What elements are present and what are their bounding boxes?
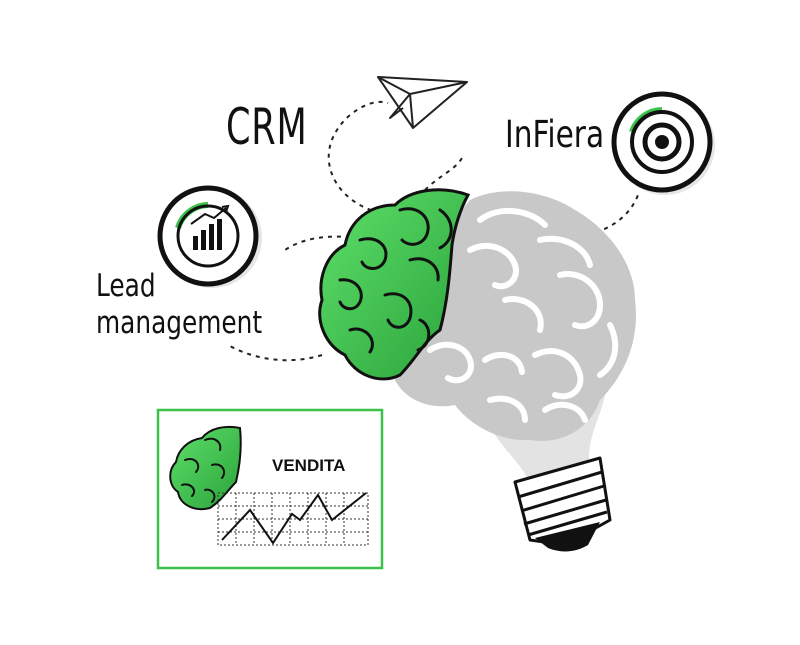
lead-label-line2: management bbox=[96, 305, 263, 341]
mini-brain-icon bbox=[169, 425, 242, 511]
line-chart-icon bbox=[217, 492, 369, 546]
vendita-card bbox=[156, 408, 384, 570]
paper-plane-icon bbox=[377, 76, 468, 129]
lead-label-line1: Lead bbox=[96, 268, 156, 304]
crm-label: CRM bbox=[226, 98, 308, 156]
infiera-label: InFiera bbox=[505, 113, 605, 156]
target-icon bbox=[611, 91, 715, 195]
bar-chart-icon bbox=[157, 185, 262, 288]
brain-bulb-icon bbox=[318, 188, 636, 552]
vendita-title: VENDITA bbox=[272, 456, 346, 475]
dashed-connectors bbox=[227, 100, 639, 362]
